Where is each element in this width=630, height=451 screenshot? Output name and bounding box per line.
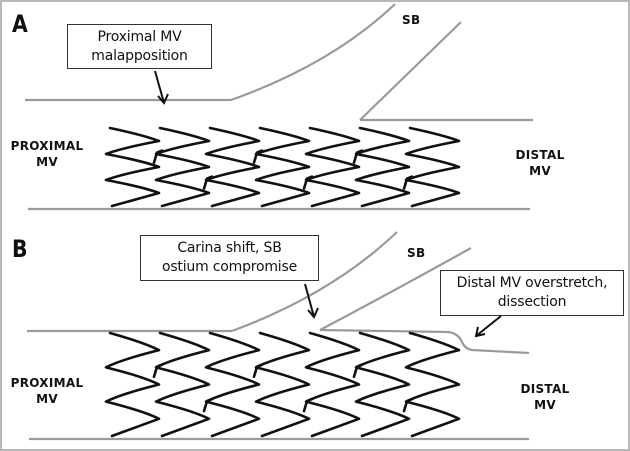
callout-line: ostium compromise [161, 259, 298, 275]
panel-b-sb-upper-wall [231, 231, 398, 333]
callout-distal-mv-overstretch: Distal MV overstretch, dissection [440, 270, 624, 316]
label-line: DISTAL [520, 382, 570, 396]
label-line: PROXIMAL [10, 139, 84, 153]
callout-carina-shift: Carina shift, SB ostium compromise [140, 235, 319, 281]
arrow-malapposition [154, 70, 169, 105]
panel-a-sb-upper-wall [230, 3, 396, 102]
panel-a-stent-ring [404, 126, 461, 208]
panel-b-distal-mv-overstretched-wall [319, 328, 530, 355]
panel-a-stent-ring [104, 126, 161, 208]
panel-b-stent-ring [204, 331, 261, 438]
panel-b-letter: B [12, 235, 28, 263]
callout-proximal-mv-malapposition: Proximal MV malapposition [67, 24, 212, 69]
panel-a-stent-ring [354, 126, 411, 208]
callout-line: Distal MV overstretch, [456, 275, 608, 291]
panel-b-stent [104, 331, 461, 438]
panel-a-proximal-mv-label: PROXIMAL MV [8, 138, 86, 170]
panel-a-letter: A [12, 10, 28, 38]
label-line: MV [36, 155, 58, 169]
panel-b-sb-lower-wall [319, 247, 472, 331]
panel-a-sb-lower-wall [359, 21, 462, 121]
arrow-carina-shift [304, 283, 319, 319]
panel-a-sb-label: SB [402, 13, 421, 27]
panel-a-distal-mv-label: DISTAL MV [509, 147, 571, 179]
panel-b-stent-ring [254, 331, 311, 438]
arrow-distal-overstretch [474, 315, 502, 338]
panel-b-stent-ring [104, 331, 161, 438]
panel-b-proximal-mv-label: PROXIMAL MV [8, 375, 86, 407]
label-line: MV [36, 392, 58, 406]
callout-line: malapposition [91, 48, 188, 64]
label-line: MV [534, 398, 556, 412]
panel-b-sb-label: SB [407, 246, 426, 260]
panel-a-stent-ring [204, 126, 261, 208]
panel-b-stent-ring [354, 331, 411, 438]
panel-b-stent-ring [404, 331, 461, 438]
panel-b-vessels [27, 231, 530, 441]
panel-b-stent-ring [304, 331, 361, 438]
label-line: PROXIMAL [10, 376, 84, 390]
panel-a-vessels [25, 3, 533, 211]
panel-a-arrows [154, 70, 169, 105]
label-line: MV [529, 164, 551, 178]
panel-b-distal-mv-label: DISTAL MV [514, 381, 576, 413]
callout-line: Carina shift, SB [177, 240, 282, 256]
panel-b-arrows [304, 283, 502, 338]
label-line: DISTAL [515, 148, 565, 162]
panel-a-stent-ring [304, 126, 361, 208]
panel-b-stent-ring [154, 331, 211, 438]
callout-line: Proximal MV [97, 29, 182, 45]
callout-line: dissection [497, 294, 567, 310]
panel-a-stent-ring [154, 126, 211, 208]
panel-a-stent [104, 126, 461, 208]
panel-a-stent-ring [254, 126, 311, 208]
